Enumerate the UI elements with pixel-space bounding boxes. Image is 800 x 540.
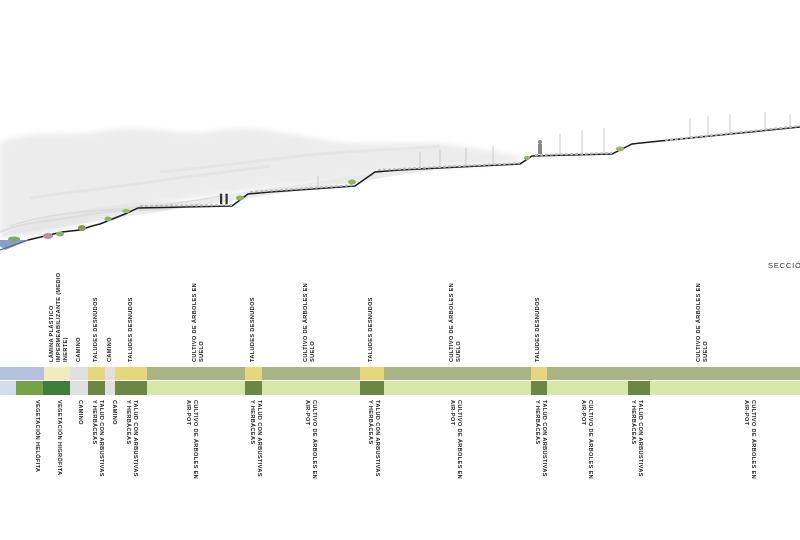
terrain-profile — [27, 126, 800, 241]
top-band — [0, 367, 800, 380]
bottom-band — [0, 381, 800, 395]
water-line — [0, 239, 29, 251]
section-title: SECCIÓN — [768, 261, 800, 270]
walkway-strips — [139, 125, 800, 207]
people-figures — [219, 140, 542, 204]
tree-poles — [317, 112, 791, 188]
background-vegetation — [0, 128, 522, 238]
slope-shrubs — [8, 146, 624, 242]
